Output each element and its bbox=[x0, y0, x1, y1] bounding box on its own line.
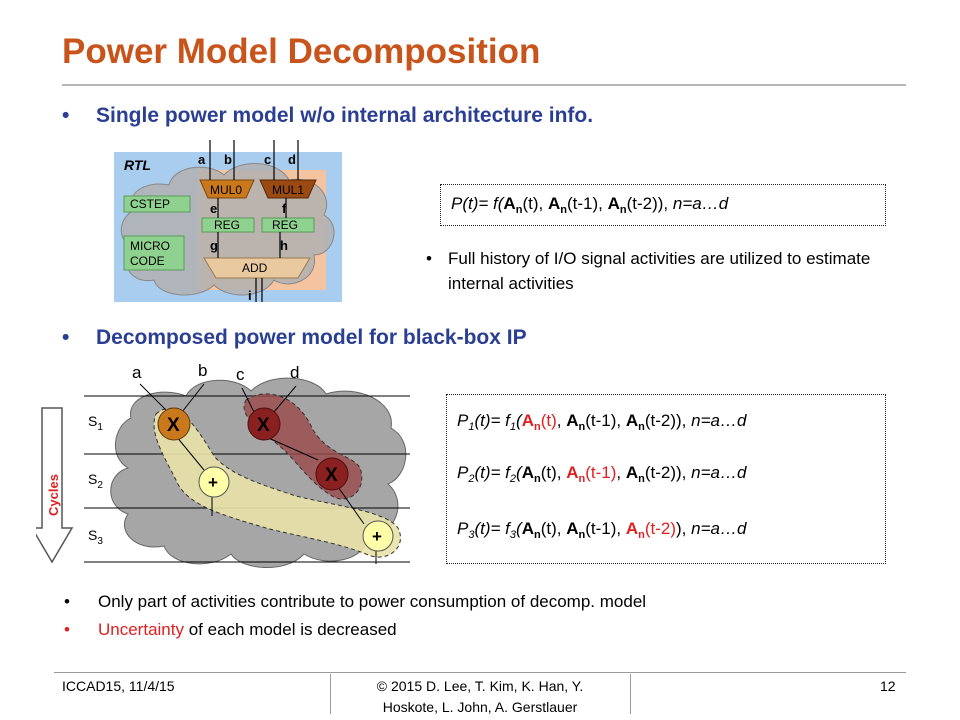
cycle-lines bbox=[84, 395, 410, 563]
mul-node-2-label: X bbox=[257, 415, 270, 436]
slide-title: Power Model Decomposition bbox=[62, 32, 541, 71]
footer-copyright-line2: Hoskote, L. John, A. Gerstlauer bbox=[382, 699, 578, 715]
footer-copyright: © 2015 D. Lee, T. Kim, K. Han, Y. Hoskot… bbox=[330, 676, 630, 718]
formula-p2: P2(t)= f2(An(t), An(t-1), An(t-2)), n=a…… bbox=[457, 463, 747, 485]
input-b: b bbox=[198, 361, 207, 380]
bullet-decomposed-model: • Decomposed power model for black-box IP bbox=[62, 326, 527, 350]
input-c: c bbox=[236, 365, 245, 384]
rtl-diagram: RTL CSTEP MICRO CODE MUL0 MUL1 REG REG A… bbox=[114, 140, 342, 303]
signal-h: h bbox=[280, 238, 288, 253]
bullet-dot: • bbox=[62, 326, 70, 349]
bottom-bullet-2-red: Uncertainty bbox=[98, 620, 184, 639]
bottom-bullet-2: • Uncertainty of each model is decreased bbox=[64, 620, 397, 640]
input-d: d bbox=[290, 363, 299, 382]
bullet-single-model: • Single power model w/o internal archite… bbox=[62, 104, 593, 128]
mul-node-3-label: X bbox=[325, 465, 338, 486]
micro-code-block bbox=[123, 235, 185, 271]
data-arrows bbox=[139, 383, 377, 564]
cycles-arrow bbox=[36, 407, 74, 564]
bottom-bullet-1-text: Only part of activities contribute to po… bbox=[98, 592, 647, 611]
sub-bullet-text: Full history of I/O signal activities ar… bbox=[448, 249, 871, 293]
state-s2: S2 bbox=[88, 471, 103, 491]
signal-e: e bbox=[210, 201, 217, 216]
decomposed-formula-box: P1(t)= f1(An(t), An(t-1), An(t-2)), n=a…… bbox=[446, 394, 886, 564]
state-s1: S1 bbox=[88, 413, 103, 433]
bottom-bullet-2-rest: of each model is decreased bbox=[183, 620, 397, 639]
input-labels: a b c d bbox=[132, 361, 299, 384]
add-node-1 bbox=[198, 466, 230, 498]
input-a: a bbox=[132, 363, 142, 382]
footer-divider bbox=[54, 672, 906, 673]
code-label: CODE bbox=[130, 254, 165, 268]
signal-f: f bbox=[282, 201, 287, 216]
reg-left-block bbox=[201, 217, 255, 233]
footer-left: ICCAD15, 11/4/15 bbox=[62, 678, 175, 694]
mul1-label: MUL1 bbox=[272, 183, 304, 197]
mul0-label: MUL0 bbox=[210, 183, 242, 197]
mul1-block bbox=[259, 179, 317, 199]
single-formula: P(t)= f(An(t), An(t-1), An(t-2)), n=a…d bbox=[451, 194, 729, 216]
cstep-label: CSTEP bbox=[130, 197, 170, 211]
bullet-dot: • bbox=[64, 620, 70, 639]
bullet-text: Single power model w/o internal architec… bbox=[96, 104, 594, 127]
bullet-dot: • bbox=[64, 592, 70, 611]
reg-right-block bbox=[261, 217, 315, 233]
signal-c: c bbox=[264, 152, 271, 167]
footer-separator-left bbox=[330, 674, 331, 714]
signal-a: a bbox=[198, 152, 206, 167]
add-block bbox=[203, 257, 311, 279]
signal-d: d bbox=[288, 152, 296, 167]
formula-p1: P1(t)= f1(An(t), An(t-1), An(t-2)), n=a…… bbox=[457, 411, 747, 433]
micro-label: MICRO bbox=[130, 239, 170, 253]
footer-copyright-line1: © 2015 D. Lee, T. Kim, K. Han, Y. bbox=[376, 678, 584, 694]
reg-right-label: REG bbox=[272, 218, 298, 232]
footer-separator-right bbox=[630, 674, 631, 714]
signal-b: b bbox=[224, 152, 232, 167]
add-label: ADD bbox=[242, 261, 268, 275]
cstep-block bbox=[123, 195, 191, 213]
state-labels: S1 S2 S3 bbox=[88, 413, 103, 547]
reg-left-label: REG bbox=[214, 218, 240, 232]
mul-node-1-label: X bbox=[167, 415, 180, 436]
decomposed-diagram: Cycles S1 S2 S3 a b c d X X X + bbox=[36, 361, 410, 568]
cycles-label: Cycles bbox=[46, 474, 61, 516]
mul-node-2 bbox=[247, 407, 281, 441]
add-node-1-label: + bbox=[208, 473, 218, 492]
state-s3: S3 bbox=[88, 527, 103, 547]
signal-wires bbox=[209, 140, 299, 302]
mul-node-3 bbox=[315, 457, 349, 491]
yellow-region bbox=[153, 408, 401, 558]
mul-node-1 bbox=[157, 407, 191, 441]
signal-g: g bbox=[210, 238, 218, 253]
add-node-2-label: + bbox=[372, 527, 382, 546]
signal-i: i bbox=[248, 288, 252, 303]
single-formula-box: P(t)= f(An(t), An(t-1), An(t-2)), n=a…d bbox=[440, 184, 886, 226]
formula-p3: P3(t)= f3(An(t), An(t-1), An(t-2)), n=a…… bbox=[457, 519, 747, 541]
bottom-bullet-1: • Only part of activities contribute to p… bbox=[64, 592, 646, 612]
bullet-dot: • bbox=[62, 104, 70, 127]
sub-bullet-history: • Full history of I/O signal activities … bbox=[426, 246, 926, 296]
bullet-text: Decomposed power model for black-box IP bbox=[96, 326, 527, 349]
add-node-2 bbox=[362, 520, 394, 552]
title-divider bbox=[62, 84, 906, 86]
mul0-block bbox=[199, 179, 255, 199]
signal-labels: a b c d e f g h i bbox=[198, 152, 296, 303]
page-number: 12 bbox=[880, 678, 896, 694]
rtl-label: RTL bbox=[124, 157, 151, 173]
sub-bullet-dot: • bbox=[426, 249, 432, 268]
